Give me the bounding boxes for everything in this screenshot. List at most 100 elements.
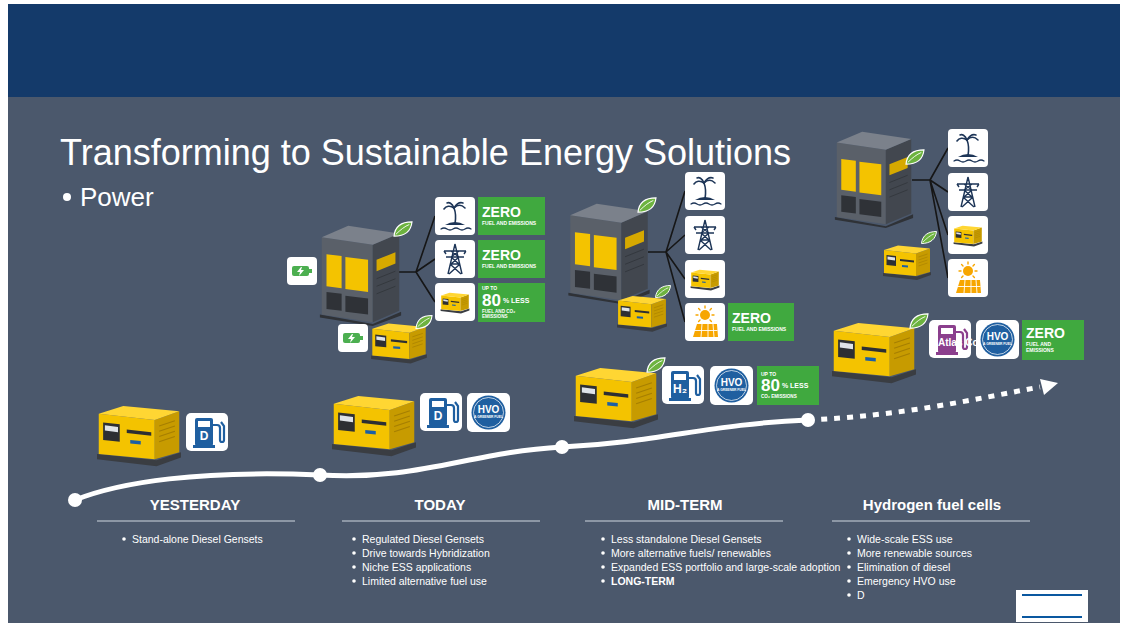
zero-emission-badge: ZEROFUEL AND EMISSIONS — [478, 240, 545, 278]
zero-emission-badge: ZEROFUEL AND EMISSIONS — [1022, 320, 1084, 360]
timeline-dot — [313, 468, 327, 482]
hvo-tile — [467, 393, 510, 432]
fuel-letter: H₂ — [671, 381, 689, 397]
logo-box — [1016, 590, 1088, 622]
stage-bullet: Emergency HVO use — [857, 574, 956, 588]
badge-fill — [715, 369, 749, 403]
badge-text: ZERO — [482, 248, 521, 263]
fuel-letter: D — [195, 428, 213, 444]
timeline-curve — [75, 420, 808, 500]
stage-bullet: Elimination of diesel — [857, 560, 950, 574]
bullet-dots — [122, 537, 851, 597]
badge-text: FUEL AND CO₂ EMISSIONS — [482, 309, 541, 319]
stage-bullet: Limited alternative fuel use — [362, 574, 487, 588]
badge-text: % LESS — [503, 297, 529, 304]
leaf-icon — [638, 198, 656, 212]
timeline-arrowhead — [1040, 379, 1058, 395]
badge-text: A GREENER FUEL — [983, 343, 1012, 347]
stage-heading: YESTERDAY — [95, 496, 295, 514]
stage-bullet: D — [857, 588, 865, 602]
badge-text: HVO — [721, 378, 743, 388]
grid-icon — [685, 216, 725, 254]
badge-text: CO₂ EMISSIONS — [761, 394, 797, 399]
container-genset — [568, 204, 649, 304]
diesel-pump-icon — [420, 393, 462, 431]
fuel-letter: Atlas Copco — [938, 335, 956, 351]
badge-text: FUEL AND EMISSIONS — [482, 264, 536, 270]
hvo-tile — [976, 320, 1019, 359]
slide-panel — [8, 97, 1120, 623]
stage-bullet: Less standalone Diesel Gensets — [611, 532, 762, 546]
logo-rule — [1022, 616, 1082, 618]
badge-text: ZERO — [482, 205, 521, 220]
badge-ring — [983, 325, 1013, 355]
timeline-dot — [68, 493, 82, 507]
diesel-pump-icon — [186, 413, 228, 451]
leaf-icon — [656, 286, 671, 298]
bullet-dot — [63, 193, 71, 201]
fuel-letter: D — [429, 408, 447, 424]
stage-heading: TODAY — [340, 496, 540, 514]
hvo-tile — [710, 366, 753, 405]
stage-heading: MID-TERM — [585, 496, 785, 514]
stage-bullet: Wide-scale ESS use — [857, 532, 953, 546]
hydrogen-pump-icon — [929, 320, 971, 358]
stage-heading: Hydrogen fuel cells — [832, 496, 1032, 514]
leaf-icon — [910, 314, 928, 328]
hvo-badge: HVOA GREENER FUEL — [714, 368, 749, 403]
reduction-badge: UP TO80% LESSFUEL AND CO₂ EMISSIONS — [478, 283, 545, 322]
badge-text: FUEL AND EMISSIONS — [732, 327, 786, 333]
badge-fill — [472, 396, 506, 430]
genset-icon — [685, 260, 725, 298]
zero-emission-badge: ZEROFUEL AND EMISSIONS — [728, 303, 794, 341]
badge-text: % LESS — [782, 382, 808, 389]
header-band — [8, 4, 1120, 97]
leaf-icon — [416, 316, 432, 329]
timeline-dot — [555, 440, 569, 454]
container-genset — [320, 226, 401, 326]
leaf-icon — [922, 232, 937, 244]
small-genset — [883, 246, 931, 281]
stage-bullet: Niche ESS applications — [362, 560, 471, 574]
badge-text: FUEL AND EMISSIONS — [1026, 342, 1080, 354]
leaf-icon — [906, 150, 924, 164]
badge-fill — [981, 323, 1015, 357]
solar-icon — [948, 259, 988, 297]
solar-icon — [685, 303, 725, 341]
badge-text: A GREENER FUEL — [474, 416, 503, 420]
zero-emission-badge: ZEROFUEL AND EMISSIONS — [478, 197, 545, 235]
small-genset — [617, 296, 667, 332]
diesel-genset — [832, 323, 916, 383]
stage-bullet: Drive towards Hybridization — [362, 546, 490, 560]
stage-bullet: LONG-TERM — [611, 574, 787, 588]
island-icon — [685, 172, 725, 210]
battery-icon — [338, 324, 368, 352]
leaf-icon — [394, 222, 412, 236]
badge-text: FUEL AND EMISSIONS — [482, 221, 536, 227]
hvo-badge: HVOA GREENER FUEL — [980, 322, 1015, 357]
badge-text: HVO — [478, 405, 500, 415]
badge-text: ZERO — [732, 311, 771, 326]
island-icon — [435, 197, 475, 235]
container-genset — [835, 132, 913, 228]
battery-icon — [287, 257, 317, 285]
timeline-dotted — [808, 387, 1040, 420]
timeline-dot — [801, 413, 815, 427]
diesel-genset — [332, 396, 416, 456]
badge-text: ZERO — [1026, 326, 1065, 341]
logo-rule — [1022, 594, 1082, 596]
badge-text: 80 — [761, 377, 780, 394]
small-genset — [371, 324, 427, 364]
badge-text: HVO — [987, 332, 1009, 342]
grid-icon — [948, 173, 988, 211]
diesel-genset — [574, 368, 658, 428]
genset-icon — [948, 216, 988, 254]
stage-bullet: Stand-alone Diesel Gensets — [132, 532, 263, 546]
badge-text: A GREENER FUEL — [717, 389, 746, 393]
diesel-genset — [97, 406, 181, 466]
stage-bullet: Regulated Diesel Gensets — [362, 532, 484, 546]
genset-icon — [435, 283, 475, 321]
stage-bullet: Expanded ESS portfolio and large-scale a… — [611, 560, 840, 574]
diesel-pump-icon — [662, 366, 704, 404]
